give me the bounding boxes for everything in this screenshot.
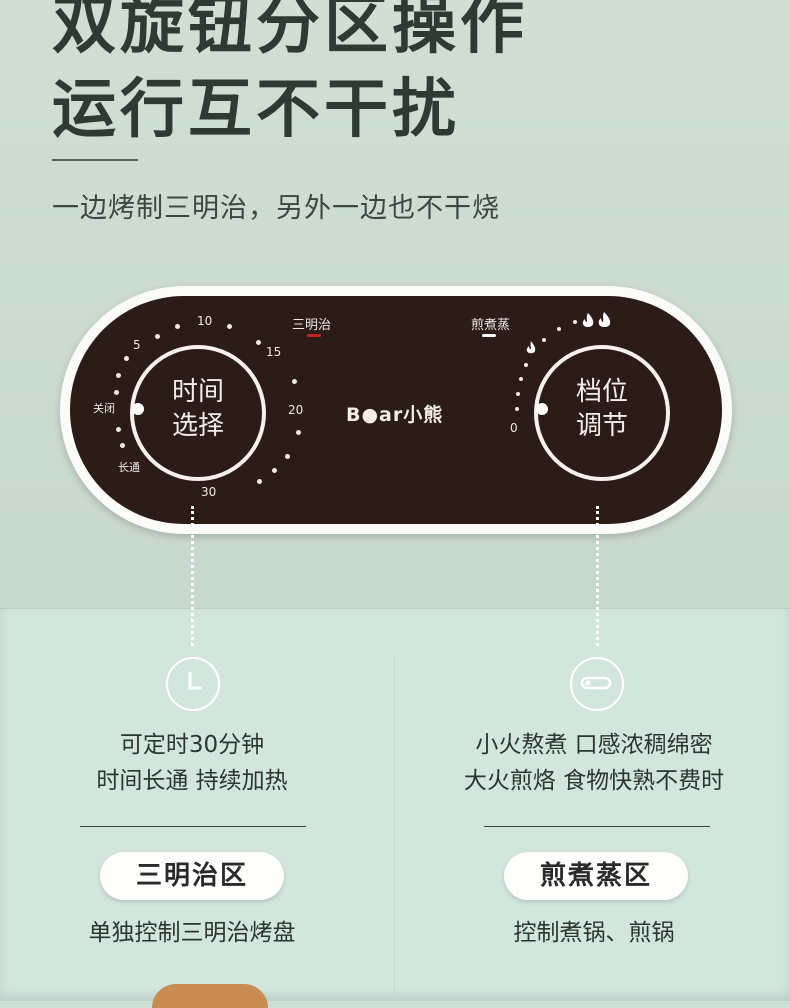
right-feature-line-1: 小火熬煮 口感浓稠绵密 — [475, 732, 713, 758]
timer-tick — [296, 430, 301, 435]
right-connector-line — [596, 506, 599, 646]
level-label-zero: 0 — [510, 421, 518, 435]
subtitle: 一边烤制三明治，另外一边也不干烧 — [52, 193, 500, 224]
timer-tick — [116, 427, 121, 432]
sandwich-food-image — [152, 984, 268, 1008]
level-tick — [573, 320, 577, 324]
fry-boil-steam-mode-label: 煎煮蒸 — [471, 318, 511, 333]
timer-label-off: 关闭 — [93, 402, 115, 415]
sandwich-zone-description: 单独控制三明治烤盘 — [88, 920, 296, 946]
headline-divider — [52, 159, 138, 161]
fry-boil-steam-zone-description: 控制煮锅、煎锅 — [513, 920, 675, 946]
level-tick — [515, 407, 519, 411]
level-dial-label-1: 档位 — [575, 377, 628, 407]
timer-label-5: 5 — [133, 338, 141, 352]
timer-tick — [272, 468, 277, 473]
right-feature-divider — [484, 826, 710, 827]
fry-boil-steam-zone-badge: 煎煮蒸区 — [504, 852, 688, 900]
control-panel: 时间 选择 5 10 15 20 30 关闭 — [60, 286, 732, 534]
timer-tick — [227, 324, 232, 329]
right-feature-line-2: 大火煎烙 食物快熟不费时 — [463, 768, 725, 794]
timer-label-15: 15 — [266, 345, 282, 359]
sandwich-zone-badge: 三明治区 — [100, 852, 284, 900]
timer-tick — [285, 454, 290, 459]
large-flame-icon — [580, 311, 616, 335]
steam-indicator-light — [482, 334, 496, 337]
timer-dial[interactable]: 时间 选择 — [130, 345, 266, 481]
timer-tick — [124, 356, 129, 361]
timer-label-30: 30 — [201, 485, 217, 499]
timer-tick — [256, 340, 261, 345]
top-section: 双旋钮分区操作 运行互不干扰 一边烤制三明治，另外一边也不干烧 时间 选择 — [0, 0, 790, 608]
timer-label-10: 10 — [197, 314, 213, 328]
timer-tick — [257, 479, 262, 484]
timer-tick — [120, 443, 125, 448]
timer-tick — [175, 324, 180, 329]
sandwich-indicator-light — [307, 334, 321, 337]
timer-tick — [155, 334, 160, 339]
timer-dial-label-1: 时间 — [171, 377, 224, 407]
center-divider — [394, 655, 395, 1000]
level-tick — [516, 392, 520, 396]
left-feature-line-2: 时间长通 持续加热 — [96, 768, 288, 794]
level-tick — [557, 327, 561, 331]
level-tick — [524, 363, 528, 367]
level-tick — [519, 377, 523, 381]
timer-dial-pointer — [132, 403, 144, 415]
timer-tick — [114, 390, 119, 395]
left-connector-line — [191, 506, 194, 646]
timer-tick — [292, 379, 297, 384]
brand-logo: B●ar小熊 — [346, 404, 444, 426]
left-feature-divider — [80, 826, 306, 827]
level-tick — [542, 338, 546, 342]
level-dial-label-2: 调节 — [575, 411, 628, 441]
clock-icon — [166, 657, 220, 711]
level-dial-pointer — [536, 403, 548, 415]
timer-dial-label-2: 选择 — [171, 411, 224, 441]
left-feature-line-1: 可定时30分钟 — [119, 732, 265, 758]
timer-label-always-on: 长通 — [118, 461, 140, 474]
headline-line-1: 双旋钮分区操作 — [52, 0, 528, 63]
timer-label-20: 20 — [288, 403, 304, 417]
level-dial[interactable]: 档位 调节 — [534, 345, 670, 481]
sandwich-mode-label: 三明治 — [292, 318, 332, 333]
timer-tick — [116, 373, 121, 378]
headline-line-2: 运行互不干扰 — [52, 73, 460, 147]
control-panel-face: 时间 选择 5 10 15 20 30 关闭 — [70, 296, 722, 524]
small-flame-icon — [524, 340, 538, 360]
knob-icon — [570, 657, 624, 711]
bottom-section — [0, 608, 790, 1001]
